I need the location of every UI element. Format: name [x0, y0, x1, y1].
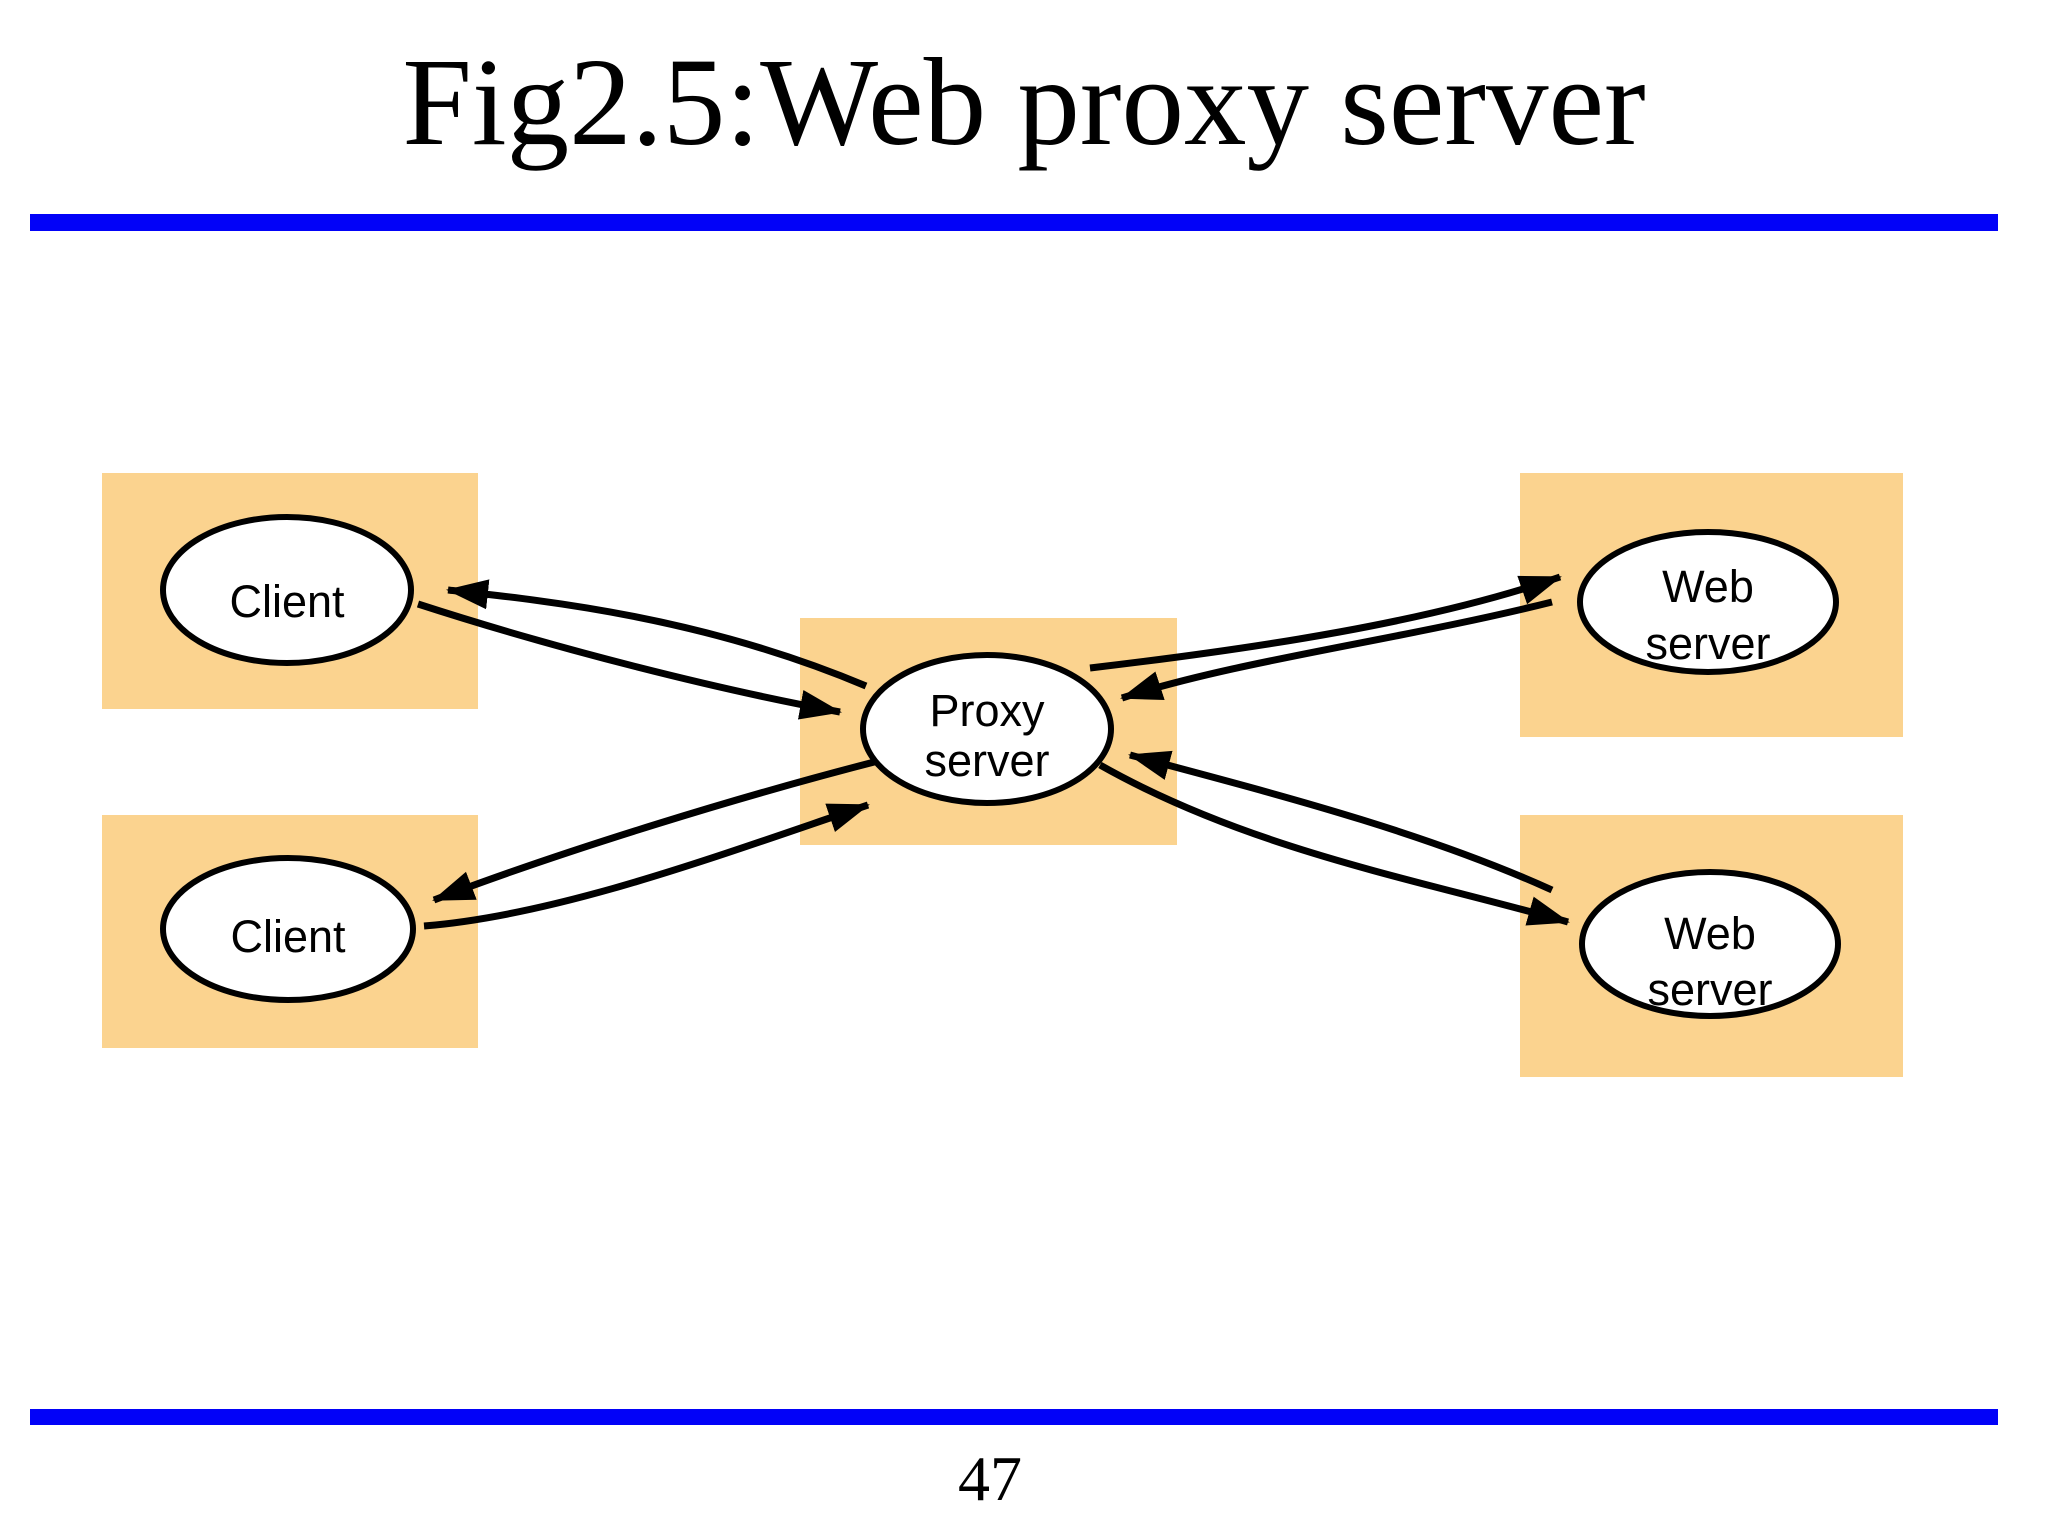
proxy-server-node [860, 652, 1114, 806]
client-2-node [160, 855, 416, 1003]
edge-web-server-1-to-proxy-arrow [1120, 598, 1553, 702]
slide-title: Fig2.5:Web proxy server [402, 34, 1646, 172]
web-server-1-label-line-1: Web [1662, 561, 1754, 612]
bottom-divider-rule [30, 1409, 1998, 1425]
edge-proxy-to-client-2-arrow [432, 756, 883, 904]
web-server-2-node [1579, 869, 1841, 1019]
client-1-label: Client [229, 576, 345, 627]
edge-client-2-to-proxy-arrow [423, 801, 870, 930]
client-2-label: Client [230, 911, 346, 962]
edge-client-1-to-proxy-arrow [416, 600, 842, 720]
edge-proxy-to-client-1-arrow [446, 579, 868, 690]
client-1-node [160, 514, 414, 666]
web-server-1-node [1577, 529, 1839, 675]
proxy-server-label-line-2: server [924, 735, 1049, 786]
edge-web-server-2-to-proxy-arrow [1128, 750, 1554, 894]
web-server-2-label-line-1: Web [1664, 908, 1756, 959]
top-divider-rule [30, 214, 1998, 231]
web-server-2-label-line-2: server [1647, 964, 1772, 1015]
edge-proxy-to-web-server-1-arrow [1089, 573, 1562, 672]
page-number: 47 [958, 1443, 1022, 1514]
web-server-1-label-line-2: server [1645, 618, 1770, 669]
proxy-server-label-line-1: Proxy [929, 685, 1045, 736]
edge-proxy-to-web-server-2-arrow [1098, 761, 1570, 926]
